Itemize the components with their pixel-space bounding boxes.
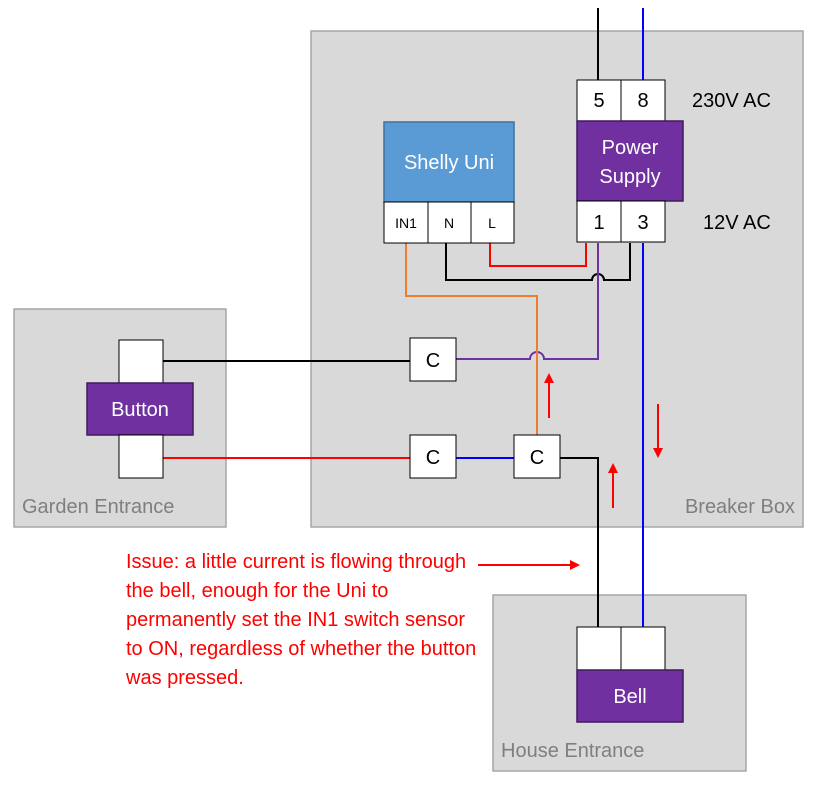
connector-button-bottom-label: C	[426, 447, 440, 469]
issue-note: Issue: a little current is flowing throu…	[126, 551, 477, 689]
breaker-box-label: Breaker Box	[685, 496, 795, 518]
connector-button-top	[409, 337, 457, 382]
psu-terminal-5	[576, 79, 622, 122]
connector-bell	[513, 434, 561, 479]
power-supply-body	[576, 120, 684, 202]
psu-terminal-5-label: 5	[593, 90, 604, 112]
bell-title: Bell	[613, 686, 646, 708]
house-entrance-label: House Entrance	[501, 740, 644, 762]
current-arrows	[478, 373, 663, 570]
psu-terminal-3-label: 3	[637, 212, 648, 234]
wire-c-to-bell	[560, 457, 599, 627]
power-supply-title-line1: Power	[602, 137, 659, 159]
wire-purple-1-to-c	[456, 243, 599, 360]
connector-button-top-label: C	[426, 350, 440, 372]
bell-terminal-left	[576, 626, 622, 671]
button-body	[86, 382, 194, 436]
shelly-terminal-n-label: N	[444, 215, 454, 231]
wire-orange-in1	[405, 243, 538, 436]
button-title: Button	[111, 399, 169, 421]
shelly-terminal-l	[470, 201, 515, 244]
psu-terminal-8	[620, 79, 666, 122]
connector-button-bottom	[409, 434, 457, 479]
wire-l-to-1	[489, 243, 587, 267]
button-terminal-top	[118, 339, 164, 384]
shelly-uni-body	[383, 121, 515, 203]
psu-terminal-1	[576, 200, 622, 243]
shelly-terminal-in1-label: IN1	[395, 215, 417, 231]
garden-entrance-label: Garden Entrance	[22, 496, 174, 518]
power-supply-title-line2: Supply	[599, 166, 660, 188]
bell-terminal-right	[620, 626, 666, 671]
connector-bell-label: C	[530, 447, 544, 469]
psu-terminal-3	[620, 200, 666, 243]
psu-input-voltage-label: 230V AC	[692, 90, 771, 112]
bell-body	[576, 669, 684, 723]
psu-output-voltage-label: 12V AC	[703, 212, 771, 234]
shelly-terminal-l-label: L	[488, 215, 496, 231]
psu-terminal-1-label: 1	[593, 212, 604, 234]
psu-terminal-8-label: 8	[637, 90, 648, 112]
button-terminal-bottom	[118, 434, 164, 479]
wires	[163, 8, 644, 627]
shelly-uni-title: Shelly Uni	[404, 152, 494, 174]
shelly-terminal-in1	[383, 201, 429, 244]
